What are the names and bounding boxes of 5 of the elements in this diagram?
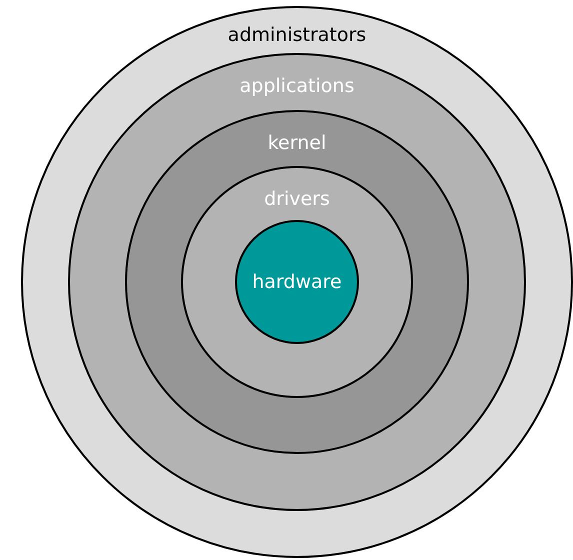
layer-label: kernel: [268, 132, 326, 154]
layer-label: drivers: [264, 188, 330, 210]
layer-label: hardware: [252, 271, 342, 293]
layer-label: administrators: [228, 24, 366, 46]
layer-label: applications: [240, 75, 354, 97]
